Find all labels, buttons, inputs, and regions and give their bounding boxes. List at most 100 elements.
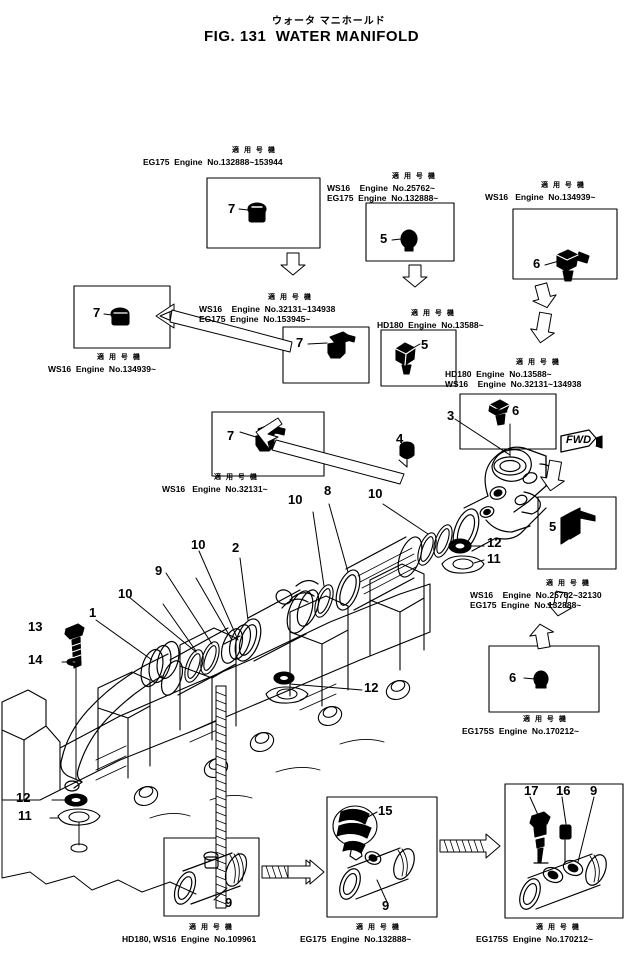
- callout-4: 4: [396, 431, 404, 446]
- part-glyph-7-mid: [327, 331, 356, 359]
- part-10-oring-left-a: [184, 649, 204, 683]
- title-japanese: ウォータ マニホールド: [272, 16, 386, 27]
- pointer-arrow-bottom-left-to-mid: [261, 859, 321, 885]
- bottom-right-plug-16: [559, 824, 572, 863]
- caption-jp-mid: 適 用 号 機: [268, 294, 313, 301]
- caption-jp-hd180-ws16: 適 用 号 機: [516, 359, 561, 366]
- callout-16-bottom-right: 16: [556, 783, 571, 798]
- pointer-arrow-right-5: [540, 459, 565, 492]
- callout-12-left: 12: [16, 790, 31, 805]
- part-glyph-7-lower-left: [255, 423, 286, 452]
- part-12-seal-mid: [273, 671, 295, 685]
- block-bosses: [133, 679, 411, 807]
- callout-7-lower-left: 7: [227, 428, 235, 443]
- callout-9-bottom-mid: 9: [382, 898, 390, 913]
- pointer-arrow-hd180: [530, 311, 555, 344]
- inset-frame-left-7: [73, 285, 171, 349]
- pointer-arrow-vertical-bar: [215, 685, 227, 909]
- caption-hd180-ws16-line1: HD180 Engine No.13588~: [445, 369, 552, 379]
- caption-lower-left-line1: WS16 Engine No.32131~: [162, 484, 268, 494]
- bottom-mid-pipe-9: [339, 847, 415, 900]
- callout-10-right: 10: [368, 486, 383, 501]
- callout-6-main: 6: [512, 403, 520, 418]
- callout-8: 8: [324, 483, 332, 498]
- part-1-water-inlet-pipe: [60, 640, 180, 792]
- callout-12-right: 12: [487, 535, 502, 550]
- inset-frame-right-6-lower: [488, 645, 600, 713]
- callout-2: 2: [232, 540, 240, 555]
- callout-5-right: 5: [549, 519, 557, 534]
- caption-jp-right-6: 適 用 号 機: [523, 716, 568, 723]
- inset-frame-top-left-7: [206, 177, 321, 249]
- part-glyph-6-top-right: [556, 249, 590, 282]
- callout-13: 13: [28, 619, 43, 634]
- caption-top-mid-line2: EG175 Engine No.132888~: [327, 193, 439, 203]
- callout-9-bottom-right: 9: [590, 783, 598, 798]
- callout-1: 1: [89, 605, 97, 620]
- caption-jp-bottom-right: 適 用 号 機: [536, 924, 581, 931]
- callout-9-mid: 9: [155, 563, 163, 578]
- part-10-oring-centre-a: [314, 584, 334, 618]
- caption-jp-lower-left: 適 用 号 機: [214, 474, 259, 481]
- caption-top-right-line1: WS16 Engine No.134939~: [485, 192, 596, 202]
- callout-7-left: 7: [93, 305, 101, 320]
- callout-10-centre: 10: [288, 492, 303, 507]
- caption-jp-hd180: 適 用 号 機: [411, 310, 456, 317]
- part-10-oring-right-b: [433, 524, 453, 558]
- caption-jp-top-mid: 適 用 号 機: [392, 173, 437, 180]
- caption-left-line1: WS16 Engine No.134939~: [48, 364, 156, 374]
- callout-11-left: 11: [18, 808, 32, 823]
- part-glyph-5-right: [560, 507, 596, 545]
- part-8-connector-pipe: [335, 536, 423, 611]
- pointer-arrow-mid-long: [255, 417, 405, 485]
- bottom-right-pipe-9: [519, 853, 607, 910]
- pointer-arrow-top-right: [532, 282, 557, 309]
- callout-15-bottom-mid: 15: [378, 803, 393, 818]
- inset-frame-main-6: [459, 393, 557, 450]
- caption-top-mid-line1: WS16 Engine No.25762~: [327, 183, 435, 193]
- caption-mid-line1: WS16 Engine No.32131~134938: [199, 304, 336, 314]
- caption-top-left-line1: EG175 Engine No.132888~153944: [143, 157, 283, 167]
- page-title: FIG. 131 WATER MANIFOLD: [204, 28, 420, 45]
- caption-jp-bottom-left: 適 用 号 機: [189, 924, 234, 931]
- callout-10-left-b: 10: [118, 586, 133, 601]
- part-13-bolt: [64, 623, 85, 669]
- fwd-marker-label: FWD: [566, 434, 592, 446]
- callout-5-top-mid: 5: [380, 231, 388, 246]
- inset-frame-lower-left-7: [211, 411, 325, 477]
- caption-hd180-line1: HD180 Engine No.13588~: [377, 320, 484, 330]
- caption-bottom-right-line1: EG175S Engine No.170212~: [476, 934, 593, 944]
- caption-right-5-line2: EG175 Engine No.132888~: [470, 600, 582, 610]
- caption-jp-left: 適 用 号 機: [97, 354, 142, 361]
- callout-6-right-lower: 6: [509, 670, 517, 685]
- part-glyph-7-left: [110, 307, 130, 326]
- block-detail-hatching: [95, 683, 385, 819]
- bottom-mid-thermostat-15: [332, 805, 378, 861]
- part-14-washer: [66, 657, 82, 667]
- part-glyph-6-main: [488, 399, 510, 426]
- callout-9-bottom-left: 9: [225, 895, 233, 910]
- part-glyph-5-hd180: [395, 342, 416, 375]
- pointer-arrow-bottom-mid-in: [287, 859, 325, 885]
- pointer-arrow-top-left: [280, 252, 306, 276]
- pointer-arrow-right-6-up: [529, 623, 554, 650]
- caption-bottom-mid-line1: EG175 Engine No.132888~: [300, 934, 412, 944]
- part-12-seal-right: [448, 538, 472, 554]
- callout-17-bottom-right: 17: [524, 783, 539, 798]
- callout-6-top-right: 6: [533, 256, 541, 271]
- caption-jp-bottom-mid: 適 用 号 機: [356, 924, 401, 931]
- caption-right-6-line1: EG175S Engine No.170212~: [462, 726, 579, 736]
- callout-7-mid: 7: [296, 335, 304, 350]
- callout-14: 14: [28, 652, 43, 667]
- part-11-gasket-mid: [265, 686, 309, 704]
- caption-hd180-ws16-line2: WS16 Engine No.32131~134938: [445, 379, 582, 389]
- caption-jp-top-right: 適 用 号 機: [541, 182, 586, 189]
- part-glyph-6-lower-right: [533, 670, 549, 689]
- gasket-left-base: [70, 843, 88, 853]
- caption-bottom-left-line1: HD180, WS16 Engine No.109961: [122, 934, 257, 944]
- pointer-arrow-top-mid: [402, 264, 428, 288]
- part-10-oring-left-b: [200, 641, 220, 675]
- inset-frame-bottom-right: [504, 783, 624, 919]
- inset-frame-top-right-6: [512, 208, 618, 280]
